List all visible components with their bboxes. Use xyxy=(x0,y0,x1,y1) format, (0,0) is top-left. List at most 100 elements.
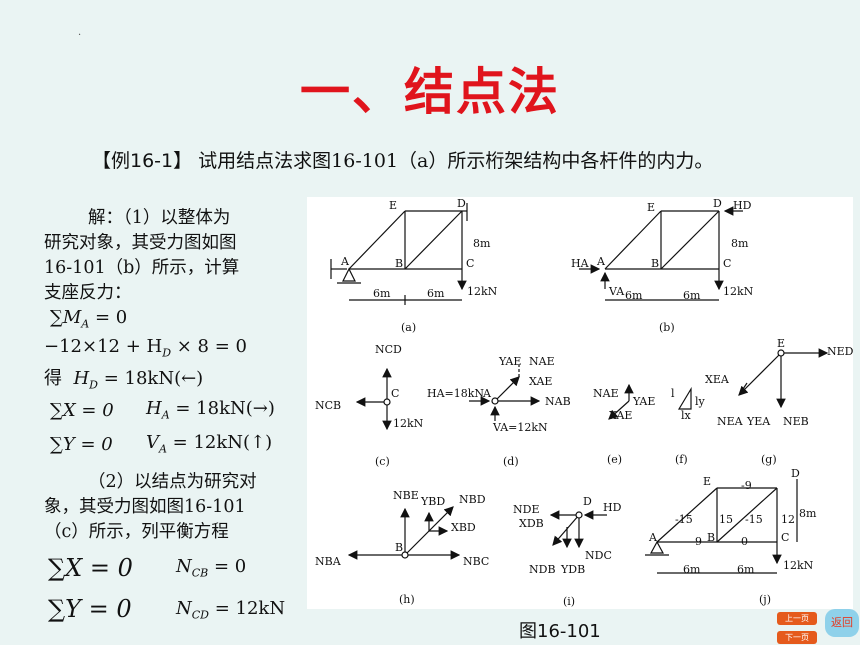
next-page-button[interactable]: 下一页 xyxy=(777,631,817,644)
eq-hd-lhs: H xyxy=(73,368,90,389)
j-force-bc: 0 xyxy=(741,535,748,548)
eq-ncd-rhs: = 12kN xyxy=(209,598,286,619)
eq-ncb-rhs: = 0 xyxy=(208,556,247,577)
page-title: 一、结点法 xyxy=(300,63,560,121)
solution-line-3: 16-101（b）所示，计算 xyxy=(44,258,240,278)
equation-sum-y-left: ∑Y = 0 xyxy=(50,434,113,455)
i-label-ndb: NDB xyxy=(529,563,556,576)
fbd-i xyxy=(549,510,607,549)
e-caption: (e) xyxy=(607,453,622,466)
equation-ncd: NCD = 12kN xyxy=(176,598,285,622)
a-caption: (a) xyxy=(401,321,416,334)
eq-hd-prefix: 得 xyxy=(44,368,62,389)
b-label-hd: HD xyxy=(733,199,752,212)
truss-b xyxy=(579,206,743,301)
a-label-a: A xyxy=(340,255,350,268)
f-caption: (f) xyxy=(675,453,688,466)
back-button[interactable]: 返回 xyxy=(825,609,859,637)
b-caption: (b) xyxy=(659,321,675,334)
j-label-e: E xyxy=(703,475,711,488)
solution-text: 解：（1）以整体为 研究对象，其受力图如图 16-101（b）所示，计算 支座反… xyxy=(44,206,294,306)
b-height: 8m xyxy=(731,237,749,250)
truss-j xyxy=(645,479,798,574)
eq-sumy-left: ∑Y = 0 xyxy=(50,434,113,455)
eq-ha-sub: A xyxy=(161,408,170,422)
j-label-d: D xyxy=(791,467,800,480)
equation-sum-y-c: ∑Y = 0 xyxy=(48,595,132,623)
b-label-a: A xyxy=(596,255,606,268)
eq-va-sub: A xyxy=(159,442,167,456)
i-label-nde: NDE xyxy=(513,503,539,516)
g-label-nea: NEA xyxy=(717,415,744,428)
b-label-d: D xyxy=(713,197,722,210)
j-height: 8m xyxy=(799,507,817,520)
d-label-a: A xyxy=(482,387,492,400)
i-caption: (i) xyxy=(563,595,575,608)
f-label-lx: lx xyxy=(681,409,692,422)
solution-line-1: 解：（1）以整体为 xyxy=(88,208,231,228)
eq-ncd-lhs: N xyxy=(176,598,192,619)
example-text: 试用结点法求图16-101（a）所示桁架结构中各杆件的内力。 xyxy=(198,150,714,172)
g-label-yea: YEA xyxy=(746,415,771,428)
b-dim-2: 6m xyxy=(683,289,701,302)
j-label-a: A xyxy=(648,531,658,544)
eq-ha-rhs: = 18kN(→) xyxy=(169,398,275,419)
a-label-c: C xyxy=(466,257,474,270)
e-label-nae: NAE xyxy=(593,387,619,400)
eq-moment-sub: A xyxy=(81,317,90,331)
fbd-h xyxy=(347,506,461,560)
h-label-nbc: NBC xyxy=(463,555,489,568)
fbd-f xyxy=(677,386,692,410)
a-load: 12kN xyxy=(467,285,498,298)
d-label-va: VA=12kN xyxy=(492,421,548,434)
eq-hd-rhs: = 18kN(←) xyxy=(97,368,204,389)
figure-caption: 图16-101 xyxy=(519,621,601,642)
c-caption: (c) xyxy=(375,455,390,468)
eq-expanded-sub: D xyxy=(162,346,172,360)
d-label-nab: NAB xyxy=(545,395,571,408)
eq-va-rhs: = 12kN(↑) xyxy=(166,432,273,453)
j-force-be: 15 xyxy=(719,513,733,526)
step2-text: （2）以结点为研究对 象，其受力图如图16-101 （c）所示，列平衡方程 xyxy=(44,470,294,545)
eq-ncb-sub: CB xyxy=(191,566,209,580)
eq-ha-lhs: H xyxy=(146,398,162,419)
i-label-ndc: NDC xyxy=(585,549,612,562)
c-label-ncd: NCD xyxy=(375,343,402,356)
step2-line-1: （2）以结点为研究对 xyxy=(88,472,257,492)
g-label-neb: NEB xyxy=(783,415,809,428)
figure-panel: E D A B C 6m 6m 8m 12kN (a) E D HD HA A … xyxy=(307,197,853,609)
equation-va: VA = 12kN(↑) xyxy=(146,432,272,456)
solution-line-4: 支座反力： xyxy=(44,283,132,303)
d-label-ha: HA=18kN xyxy=(427,387,484,400)
g-label-xea: XEA xyxy=(705,373,730,386)
equation-moment: ∑MA = 0 xyxy=(50,307,127,331)
eq-sumx-left: ∑X = 0 xyxy=(50,400,114,421)
decorative-dot: · xyxy=(78,30,82,41)
j-force-ab: 9 xyxy=(695,535,702,548)
h-label-xbd: XBD xyxy=(451,521,476,534)
j-force-ed: -9 xyxy=(741,479,752,492)
equation-moment-expanded: −12×12 + HD × 8 = 0 xyxy=(44,336,247,360)
d-label-yae: YAE xyxy=(498,355,521,368)
eq-expanded-lhs: −12×12 + H xyxy=(44,336,163,357)
g-caption: (g) xyxy=(761,453,777,466)
c-label-c: C xyxy=(391,387,399,400)
a-label-d: D xyxy=(457,197,466,210)
f-label-ly: ly xyxy=(695,395,706,408)
b-label-e: E xyxy=(647,201,655,214)
truss-figure: E D A B C 6m 6m 8m 12kN (a) E D HD HA A … xyxy=(315,197,853,608)
d-label-xae: XAE xyxy=(529,375,552,388)
c-load: 12kN xyxy=(393,417,424,430)
i-label-d: D xyxy=(583,495,592,508)
example-statement: 【例16-1】 试用结点法求图16-101（a）所示桁架结构中各杆件的内力。 xyxy=(92,146,713,173)
j-dim-2: 6m xyxy=(737,563,755,576)
i-label-ydb: YDB xyxy=(560,563,585,576)
j-label-c: C xyxy=(781,531,789,544)
a-label-e: E xyxy=(389,199,397,212)
b-label-b: B xyxy=(651,257,659,270)
j-force-cd: 12 xyxy=(781,513,795,526)
prev-page-button[interactable]: 上一页 xyxy=(777,612,817,625)
example-tag: 【例16-1】 xyxy=(92,150,193,172)
eq-moment-lhs: ∑M xyxy=(50,307,82,328)
eq-expanded-rhs: × 8 = 0 xyxy=(171,336,247,357)
